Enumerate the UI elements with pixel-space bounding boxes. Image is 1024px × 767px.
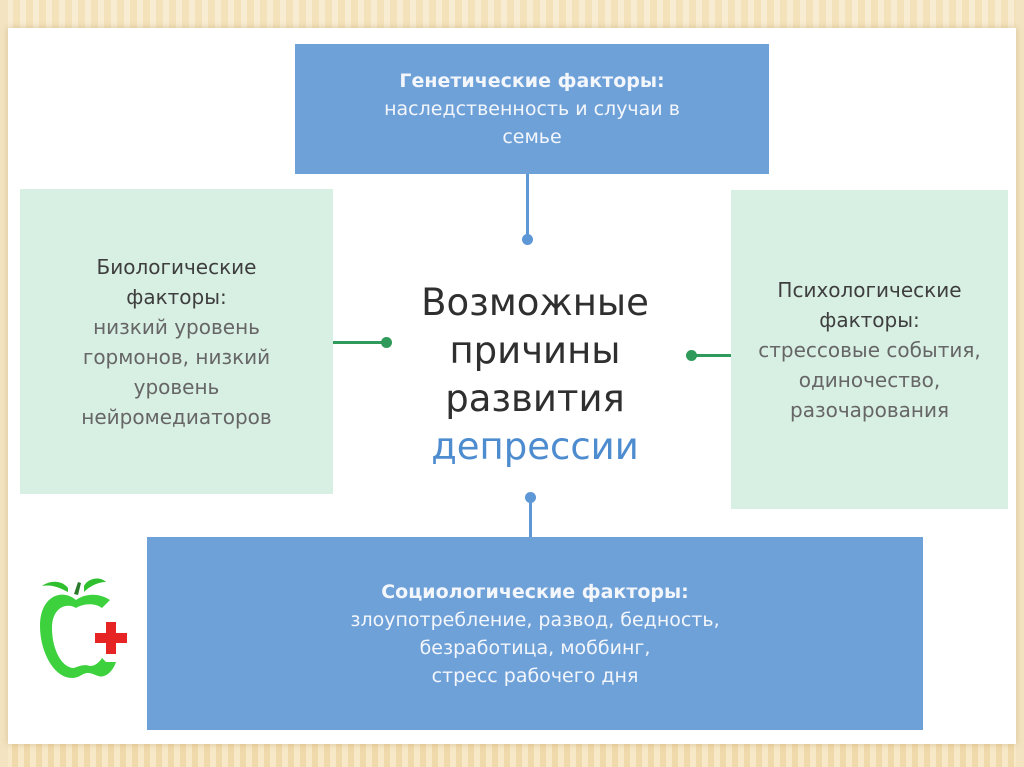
genetic-factors-description: наследственность и случаи в семье bbox=[384, 98, 680, 148]
sociological-factors-description: злоупотребление, развод, бедность, безра… bbox=[350, 608, 720, 687]
apple-medical-cross-logo bbox=[40, 578, 127, 678]
leaf-right-icon bbox=[84, 578, 106, 592]
central-topic: Возможные причины развития депрессии bbox=[390, 279, 680, 471]
biological-factors-title: Биологические факторы: bbox=[96, 254, 257, 309]
frame-right bbox=[1016, 0, 1024, 767]
central-topic-line-1: Возможные bbox=[421, 281, 649, 324]
central-topic-line-2: причины bbox=[449, 329, 621, 372]
sociological-factors-box: Социологические факторы: злоупотребление… bbox=[147, 537, 923, 730]
biological-factors-box: Биологические факторы: низкий уровень го… bbox=[20, 189, 333, 494]
frame-left bbox=[0, 0, 8, 767]
apple-body-icon bbox=[40, 594, 116, 678]
sociological-factors-title: Социологические факторы: bbox=[381, 580, 689, 603]
psychological-factors-box: Психологические факторы: стрессовые собы… bbox=[731, 190, 1008, 509]
psychological-factors-title: Психологические факторы: bbox=[777, 277, 962, 332]
connector-bottom-line bbox=[529, 499, 532, 537]
connector-left-line bbox=[333, 341, 385, 344]
connector-right-line bbox=[694, 354, 731, 357]
connector-top-dot bbox=[522, 234, 533, 245]
connector-top-line bbox=[526, 174, 529, 238]
psychological-factors-description: стрессовые события, одиночество, разочар… bbox=[758, 337, 981, 422]
genetic-factors-title: Генетические факторы: bbox=[399, 70, 665, 92]
connector-left-dot bbox=[381, 337, 392, 348]
connector-bottom-dot bbox=[525, 492, 536, 503]
frame-top bbox=[0, 0, 1024, 30]
central-topic-line-4: депрессии bbox=[431, 425, 639, 468]
connector-right-dot bbox=[686, 350, 697, 361]
genetic-factors-box: Генетические факторы: наследственность и… bbox=[295, 44, 769, 174]
leaf-left-icon bbox=[42, 581, 68, 592]
frame-bottom bbox=[0, 744, 1024, 767]
cross-horizontal-icon bbox=[95, 633, 127, 643]
stem-icon bbox=[74, 582, 81, 595]
central-topic-line-3: развития bbox=[445, 377, 625, 420]
biological-factors-description: низкий уровень гормонов, низкий уровень … bbox=[81, 314, 272, 429]
